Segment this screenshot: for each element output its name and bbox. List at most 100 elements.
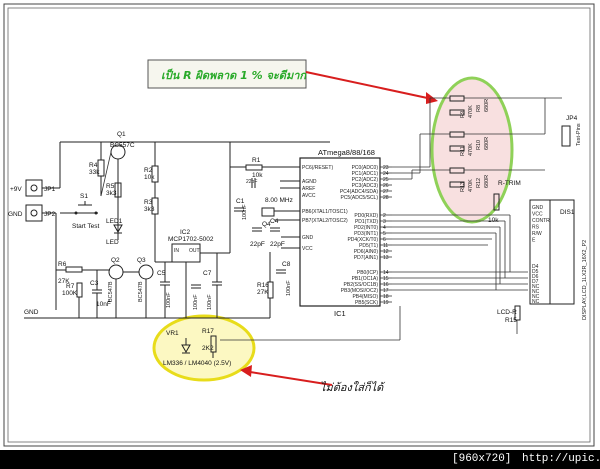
resistor-r8: 680R R8	[449, 95, 490, 112]
annotation-bottom-text: ไม่ต้องใส่ก็ได้	[320, 380, 385, 394]
label-gnd-left: GND	[8, 211, 23, 218]
svg-text:R3: R3	[144, 199, 153, 206]
svg-text:8.00 MHz: 8.00 MHz	[265, 197, 293, 204]
svg-text:10k: 10k	[488, 217, 499, 224]
ic1-pin-number: 4	[383, 225, 386, 231]
ic1-pin-number: 14	[383, 270, 389, 276]
svg-text:10nF: 10nF	[96, 301, 111, 308]
capacitor-c4: C4 22pF	[270, 218, 285, 248]
transistor-q1: Q1 BC557C	[110, 131, 135, 160]
resistor-r2: R2 10k	[144, 165, 159, 183]
ic1-pin-right-label: PD2(INT0)	[354, 225, 378, 231]
capacitor-c8: C8 100nF	[276, 261, 292, 296]
svg-text:100K: 100K	[62, 290, 78, 297]
svg-text:IC2: IC2	[180, 229, 191, 236]
ic1-pin-right-label: PC0(ADC0)	[352, 165, 379, 171]
lcd-pin-label: VCC	[532, 212, 543, 218]
ic1-pin-right-label: PC3(ADC3)	[352, 183, 379, 189]
svg-text:DIS1: DIS1	[560, 209, 575, 216]
svg-text:100nF: 100nF	[193, 294, 199, 310]
transistor-q3: Q3 BC547B	[137, 257, 154, 302]
svg-text:BC547B: BC547B	[138, 281, 144, 302]
lcd-pin-label: D6	[532, 274, 539, 280]
ic1-pin-right-label: PD1(TXD)	[355, 219, 378, 225]
capacitor-c2: 22pF	[250, 227, 265, 248]
ic1-pin-number: 17	[383, 288, 389, 294]
svg-text:DISPLAY,LCD_1LX2R_16X2_P2: DISPLAY,LCD_1LX2R_16X2_P2	[582, 240, 588, 320]
svg-text:R6: R6	[58, 261, 67, 268]
svg-text:22pF: 22pF	[250, 241, 265, 248]
frame-inner	[7, 7, 591, 443]
svg-text:R5: R5	[106, 183, 115, 190]
svg-text:33k: 33k	[89, 169, 100, 176]
label-gnd-rail: GND	[24, 309, 39, 316]
lcd-pin-label: NC	[532, 289, 540, 295]
ic1-pin-left-label: AREF	[302, 186, 315, 192]
svg-text:R9: R9	[460, 111, 466, 118]
ic1-pin-number: 23	[383, 165, 389, 171]
ic1-left-pins: PC6(/RESET)AGNDAREFAVCCPB6(XTAL1/TOSC1)P…	[302, 165, 348, 252]
capacitor-c7: C7 100nF	[203, 270, 222, 310]
resistor-r6: R6 27K	[58, 261, 83, 285]
svg-text:C7: C7	[203, 270, 212, 277]
arrow-head-bottom	[240, 365, 252, 377]
ic1-pin-right-label: PC2(ADC2)	[352, 177, 379, 183]
ic1-pin-right-label: PB2(SS/OC1B)	[344, 282, 379, 288]
svg-text:R15: R15	[505, 317, 517, 324]
ic1-pin-number: 6	[383, 237, 386, 243]
svg-text:22pF: 22pF	[246, 179, 257, 185]
ic1-pin-number: 2	[383, 213, 386, 219]
svg-text:R4: R4	[89, 162, 98, 169]
ic1-pin-left-label: AVCC	[302, 193, 316, 199]
lcd-pin-label: E	[532, 238, 536, 244]
ic1-pin-number: 24	[383, 171, 389, 177]
annotation-top: เป็น R ผิดพลาด 1 % จะดีมาก	[147, 59, 307, 89]
svg-text:BC547B: BC547B	[108, 281, 114, 302]
ic1-pin-number: 26	[383, 183, 389, 189]
switch-s1: S1 Start Test	[72, 193, 100, 230]
svg-text:470K: 470K	[468, 105, 474, 118]
svg-text:BC557C: BC557C	[110, 142, 135, 149]
svg-text:R7: R7	[66, 283, 75, 290]
footer-url[interactable]: http://upic.me/	[522, 453, 600, 465]
svg-text:10k: 10k	[144, 174, 155, 181]
capacitor-c1: C1 100nF	[234, 198, 248, 220]
lcd-display: DIS1 DISPLAY,LCD_1LX2R_16X2_P2 GNDVCCCON…	[529, 199, 588, 320]
lcd-pin-label: D7	[532, 279, 539, 285]
ic1-pin-left-label: VCC	[302, 246, 313, 252]
svg-text:LED1: LED1	[106, 218, 123, 225]
lcd-pin-label: GND	[532, 205, 544, 211]
capacitor-c2-top: 22pF	[246, 178, 257, 188]
ic1-right-pins: PC0(ADC0)23PC1(ADC1)24PC2(ADC2)25PC3(ADC…	[340, 165, 392, 306]
resistor-r10: 680R R10	[449, 131, 490, 150]
svg-text:R11: R11	[460, 146, 466, 156]
svg-text:JP1: JP1	[44, 186, 56, 193]
svg-text:LCD-R: LCD-R	[497, 309, 517, 316]
resistor-r1: R1 10k	[245, 157, 263, 179]
resistor-r16: R16 27K	[257, 281, 274, 299]
ic1-pin-left-label: AGND	[302, 179, 317, 185]
highlight-vr1	[152, 314, 256, 382]
svg-text:R8: R8	[476, 105, 482, 112]
svg-text:100nF: 100nF	[286, 280, 292, 296]
ic1-pin-number: 18	[383, 294, 389, 300]
ic1-pin-number: 15	[383, 276, 389, 282]
resistor-group: 680R R8 470K R9 680R R10 470K R11 680R R…	[449, 95, 545, 192]
trimmer-rtrim: R-TRIM 10k	[488, 180, 521, 224]
svg-text:Start Test: Start Test	[72, 223, 100, 230]
svg-text:22pF: 22pF	[270, 241, 285, 248]
resistor-r12: 680R R12	[449, 167, 490, 188]
svg-text:R17: R17	[202, 328, 214, 335]
ic1-pin-left-label: GND	[302, 235, 314, 241]
svg-text:R2: R2	[144, 167, 153, 174]
ic1-pin-right-label: PB4(MISO)	[352, 294, 378, 300]
lcd-pin-label: D5	[532, 269, 539, 275]
ic1-bus-wires	[220, 97, 528, 341]
resistor-r7: R7 100K	[62, 282, 83, 298]
led-led1: LED1 LED	[106, 218, 123, 246]
ic1-pin-number: 27	[383, 189, 389, 195]
ic1-pin-number: 16	[383, 282, 389, 288]
svg-text:JP4: JP4	[566, 115, 578, 122]
svg-text:R13: R13	[460, 182, 466, 192]
